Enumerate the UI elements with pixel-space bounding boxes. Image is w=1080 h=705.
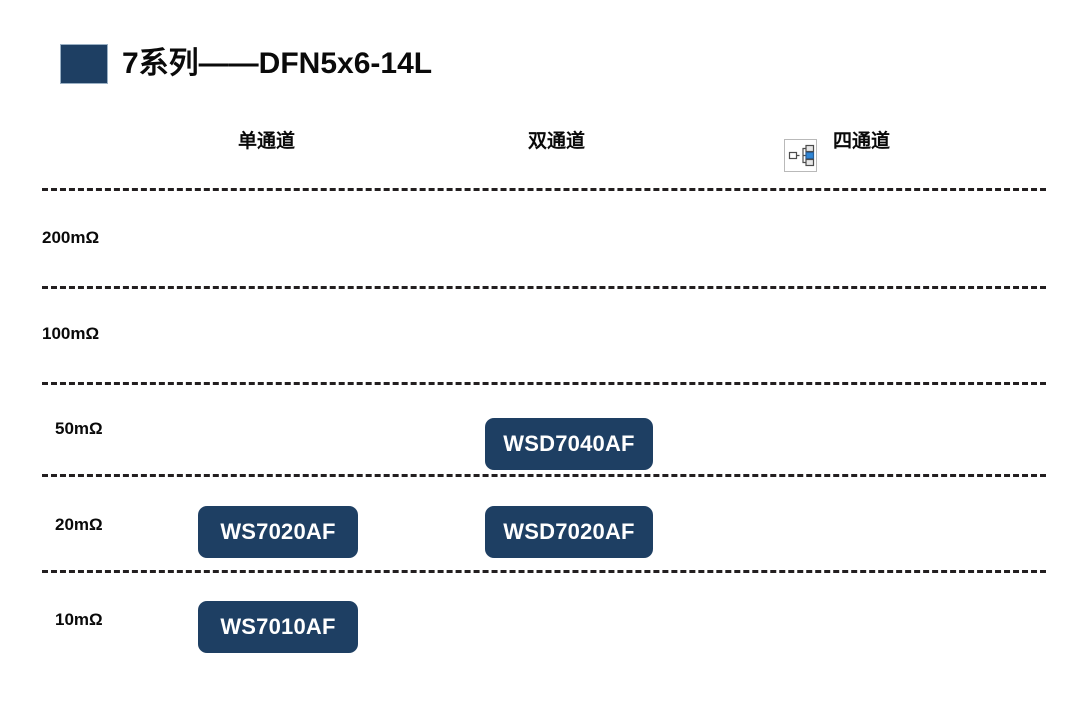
page-title-text: 7系列——DFN5x6-14L [122,47,433,80]
page-title: 7系列——DFN5x6-14L [60,42,432,86]
divider-line-3 [42,382,1046,385]
divider-line-4 [42,474,1046,477]
product-chip-ws7020af[interactable]: WS7020AF [198,506,358,558]
divider-line-1 [42,188,1046,191]
divider-line-5 [42,570,1046,573]
title-color-swatch [60,44,108,84]
divider-line-2 [42,286,1046,289]
row-label-100mohm: 100mΩ [42,324,100,343]
row-label-20mohm: 20mΩ [55,515,103,534]
hierarchy-icon[interactable] [784,139,817,172]
row-label-50mohm: 50mΩ [55,419,103,438]
column-header-quad-channel: 四通道 [833,131,891,152]
product-chip-wsd7020af[interactable]: WSD7020AF [485,506,653,558]
product-chip-wsd7040af[interactable]: WSD7040AF [485,418,653,470]
column-header-single-channel: 单通道 [238,131,296,152]
product-chip-ws7010af[interactable]: WS7010AF [198,601,358,653]
column-header-dual-channel: 双通道 [528,131,586,152]
row-label-200mohm: 200mΩ [42,228,100,247]
row-label-10mohm: 10mΩ [55,610,103,629]
